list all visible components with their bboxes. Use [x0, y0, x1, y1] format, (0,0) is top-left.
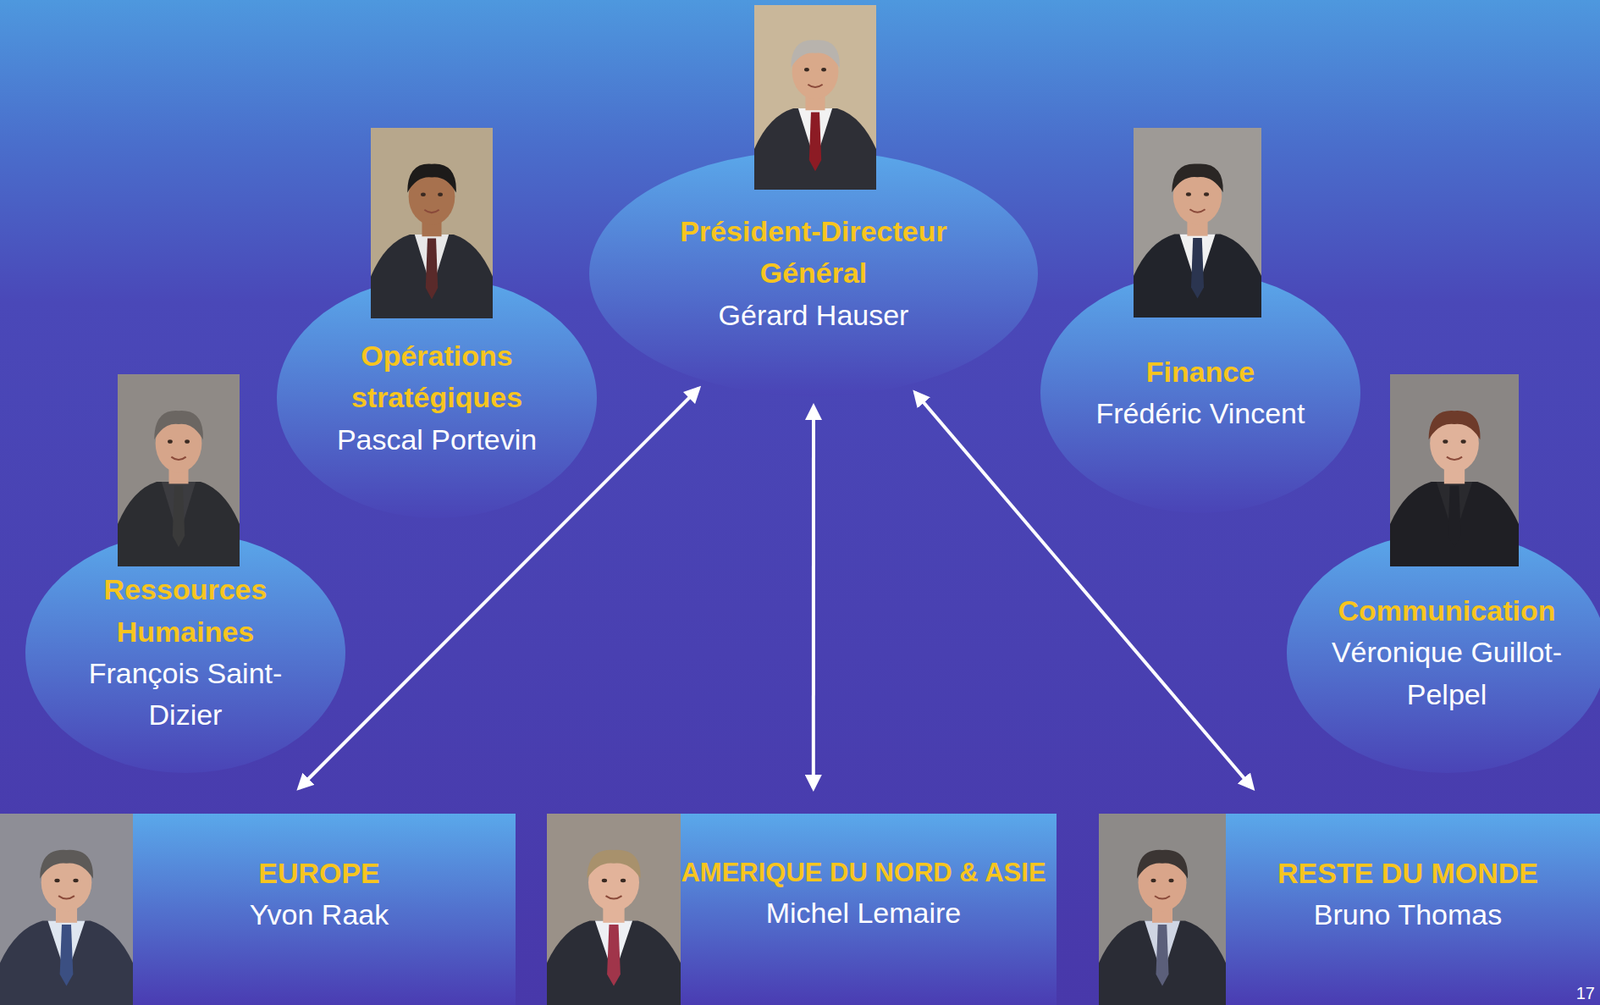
- role-ellipse: CommunicationVéronique Guillot-Pelpel: [1286, 532, 1600, 773]
- double-arrow: [811, 406, 816, 789]
- ellipse-fill: [25, 532, 346, 773]
- role-title: AMERIQUE DU NORD & ASIE: [680, 854, 1046, 893]
- box-fill: [1098, 813, 1600, 1005]
- page-number: 17: [1576, 983, 1595, 1004]
- text-area: CommunicationVéronique Guillot-Pelpel: [1286, 532, 1600, 773]
- text-area: Ressources HumainesFrançois Saint-Dizier: [25, 532, 346, 773]
- person-name: Frédéric Vincent: [1096, 392, 1306, 435]
- text-area: FinanceFrédéric Vincent: [1040, 272, 1361, 514]
- ellipse-shape: [25, 532, 346, 773]
- text-area: Président-Directeur GénéralGérard Hauser: [589, 150, 1038, 397]
- text-area: EUROPEYvon Raak: [132, 813, 506, 1005]
- person-name: François Saint-Dizier: [58, 652, 313, 737]
- role-ellipse: Président-Directeur GénéralGérard Hauser: [589, 150, 1038, 397]
- role-title: Président-Directeur Général: [635, 210, 992, 295]
- role-ellipse: FinanceFrédéric Vincent: [1040, 272, 1361, 514]
- person-name: Michel Lemaire: [766, 892, 962, 934]
- portrait-photo: [370, 127, 493, 319]
- ellipse-fill: [1286, 532, 1600, 773]
- portrait-photo: [117, 374, 240, 567]
- text-area: AMERIQUE DU NORD & ASIEMichel Lemaire: [680, 813, 1047, 1005]
- region-box: EUROPEYvon Raak: [0, 813, 516, 1005]
- double-arrow: [298, 388, 699, 789]
- portrait-photo: [0, 813, 133, 1005]
- region-box: RESTE DU MONDEBruno Thomas: [1098, 813, 1600, 1005]
- text-area: Opérations stratégiquesPascal Portevin: [276, 277, 597, 519]
- portrait-photo: [546, 813, 681, 1005]
- role-title: EUROPE: [258, 852, 381, 894]
- box-fill: [546, 813, 1057, 1005]
- region-box: AMERIQUE DU NORD & ASIEMichel Lemaire: [546, 813, 1057, 1005]
- portrait-photo: [1098, 813, 1226, 1005]
- role-title: Communication: [1338, 590, 1556, 632]
- person-name: Pascal Portevin: [336, 419, 537, 461]
- text-area: RESTE DU MONDEBruno Thomas: [1225, 813, 1590, 1005]
- role-title: Opérations stratégiques: [301, 335, 573, 420]
- role-title: RESTE DU MONDE: [1277, 852, 1539, 894]
- portrait-photo: [1390, 374, 1519, 567]
- role-ellipse: Opérations stratégiquesPascal Portevin: [276, 277, 597, 519]
- person-name: Véronique Guillot-Pelpel: [1319, 631, 1574, 716]
- person-name: Bruno Thomas: [1313, 893, 1502, 936]
- role-ellipse: Ressources HumainesFrançois Saint-Dizier: [25, 532, 346, 773]
- role-title: Ressources Humaines: [58, 568, 313, 653]
- box-fill: [0, 813, 516, 1005]
- portrait-photo: [1133, 127, 1262, 318]
- role-title: Finance: [1146, 351, 1255, 393]
- portrait-photo: [754, 5, 877, 190]
- person-name: Gérard Hauser: [718, 294, 910, 337]
- person-name: Yvon Raak: [249, 893, 389, 936]
